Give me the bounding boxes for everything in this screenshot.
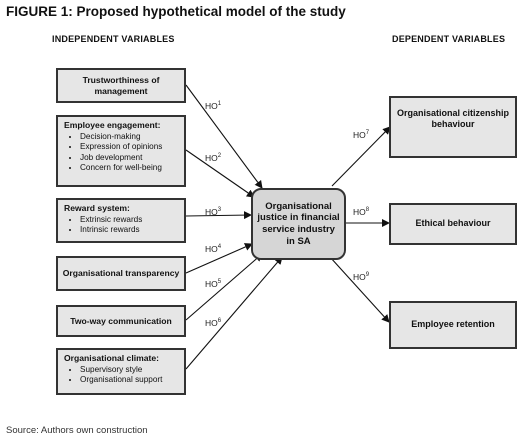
transparency-box: Organisational transparency	[56, 256, 186, 291]
arrow-h7	[331, 126, 391, 187]
climate-item: Organisational support	[80, 375, 178, 386]
reward-item: Intrinsic rewards	[80, 225, 178, 236]
ethical-behaviour-box: Ethical behaviour	[389, 203, 517, 245]
reward-system-box: Reward system: Extrinsic rewards Intrins…	[56, 198, 186, 243]
arrow-h1	[185, 84, 263, 189]
hypothesis-label-7: HO7	[353, 130, 370, 140]
hypothesis-label-2: HO2	[205, 153, 222, 163]
employee-engagement-box: Employee engagement: Decision-making Exp…	[56, 115, 186, 187]
trustworthiness-box: Trustworthiness of management	[56, 68, 186, 103]
organisational-justice-label: Organisational justice in financial serv…	[257, 200, 340, 247]
employee-retention-box: Employee retention	[389, 301, 517, 349]
figure-title: FIGURE 1: Proposed hypothetical model of…	[6, 4, 346, 19]
hypothesis-label-5: HO5	[205, 279, 222, 289]
hypothesis-label-6: HO6	[205, 318, 222, 328]
employee-engagement-heading: Employee engagement:	[64, 120, 161, 130]
hypothesis-label-4: HO4	[205, 244, 222, 254]
arrow-h2	[185, 149, 255, 198]
reward-system-heading: Reward system:	[64, 203, 130, 213]
hypothesis-label-9: HO9	[353, 272, 370, 282]
hypothesis-label-8: HO8	[353, 207, 370, 217]
ethical-behaviour-label: Ethical behaviour	[415, 218, 491, 229]
arrow-h6	[185, 256, 283, 370]
ocb-label: Organisational citizenship behaviour	[396, 108, 510, 130]
source-note: Source: Authors own construction	[6, 425, 148, 436]
transparency-label: Organisational transparency	[62, 268, 180, 279]
arrow-h9	[329, 256, 390, 323]
arrow-h4	[185, 243, 253, 274]
organisational-justice-box: Organisational justice in financial serv…	[251, 188, 346, 260]
employee-retention-label: Employee retention	[411, 319, 495, 330]
organisational-climate-heading: Organisational climate:	[64, 353, 160, 363]
dependent-variables-heading: DEPENDENT VARIABLES	[392, 34, 506, 44]
ocb-box: Organisational citizenship behaviour	[389, 96, 517, 158]
arrow-h5	[185, 253, 263, 321]
two-way-communication-label: Two-way communication	[70, 315, 172, 326]
independent-variables-heading: INDEPENDENT VARIABLES	[52, 34, 175, 44]
engagement-item: Job development	[80, 153, 178, 164]
reward-item: Extrinsic rewards	[80, 215, 178, 226]
hypothesis-label-3: HO3	[205, 207, 222, 217]
trustworthiness-label: Trustworthiness of management	[82, 74, 160, 96]
climate-item: Supervisory style	[80, 365, 178, 376]
hypothesis-label-1: HO1	[205, 101, 222, 111]
two-way-communication-box: Two-way communication	[56, 305, 186, 337]
arrow-h3	[185, 211, 252, 220]
organisational-climate-box: Organisational climate: Supervisory styl…	[56, 348, 186, 395]
engagement-item: Concern for well-being	[80, 163, 178, 174]
engagement-item: Expression of opinions	[80, 142, 178, 153]
engagement-item: Decision-making	[80, 132, 178, 143]
